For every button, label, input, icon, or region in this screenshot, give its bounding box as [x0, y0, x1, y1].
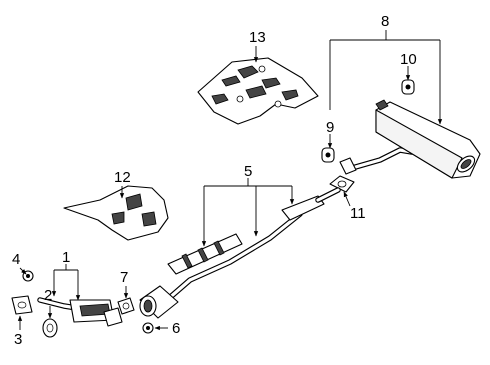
callout-9: 9	[326, 119, 334, 136]
hanger-9	[321, 147, 335, 163]
callout-10: 10	[400, 51, 417, 68]
heat-shield-front	[63, 185, 169, 241]
catalytic-converter	[139, 285, 179, 319]
callout-5: 5	[244, 163, 252, 180]
callout-3: 3	[14, 331, 22, 348]
nut-6	[142, 322, 154, 334]
gasket-7	[117, 297, 135, 315]
center-pipe	[157, 187, 341, 309]
front-pipe	[37, 297, 123, 327]
callout-12: 12	[114, 169, 131, 186]
callout-11: 11	[350, 205, 366, 222]
callout-1: 1	[62, 249, 70, 266]
heat-shield-upper	[197, 57, 319, 125]
callout-8: 8	[381, 13, 389, 30]
muffler-assembly	[349, 99, 481, 179]
gasket-3	[11, 295, 33, 315]
hanger-10	[401, 79, 415, 95]
callout-6: 6	[172, 320, 180, 337]
flange-connector	[339, 157, 357, 175]
callout-2: 2	[44, 287, 52, 304]
callout-7: 7	[120, 269, 128, 286]
callout-13: 13	[249, 29, 266, 46]
leader-lines	[17, 30, 443, 331]
callout-4: 4	[12, 251, 20, 268]
gasket-2	[42, 318, 58, 338]
